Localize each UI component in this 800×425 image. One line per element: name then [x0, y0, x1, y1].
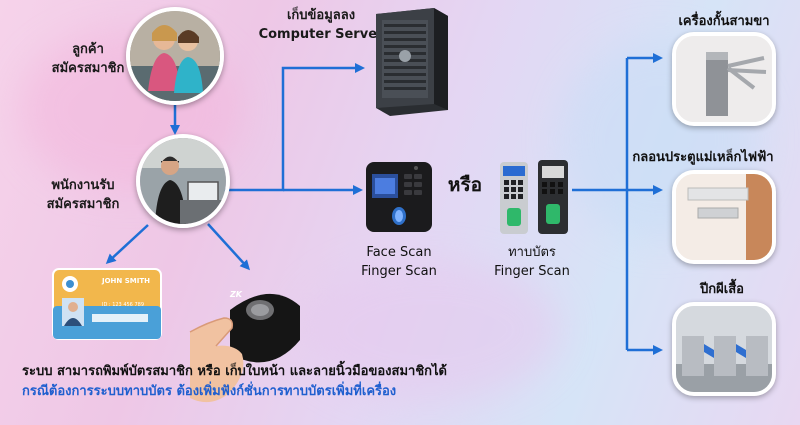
- face-scan-device-icon: [366, 162, 432, 232]
- server-label: เก็บข้อมูลลง Computer Server: [246, 6, 396, 44]
- customer-photo-art: [130, 11, 220, 101]
- customer-label: ลูกค้า สมัครสมาชิก: [38, 40, 138, 78]
- scanner-brand-logo: ZK: [230, 290, 242, 299]
- card-scan-devices-icon: [500, 160, 568, 234]
- face-scan-label-line1: Face Scan: [366, 245, 432, 260]
- member-card-icon: [52, 268, 162, 340]
- face-scan-label-line2: Finger Scan: [361, 264, 437, 279]
- fingerprint-reader-icon: [189, 293, 300, 403]
- turnstile-icon: [676, 36, 772, 122]
- staff-photo: [136, 134, 230, 228]
- maglock-icon: [676, 174, 772, 260]
- face-scan-label: Face Scan Finger Scan: [336, 243, 462, 281]
- server-label-line1: เก็บข้อมูลลง: [286, 8, 356, 23]
- note-line-2: กรณีต้องการระบบทาบบัตร ต้องเพิ่มฟังก์ชั่…: [22, 384, 397, 399]
- member-card-name: JOHN SMITH: [102, 277, 150, 285]
- maglock-photo: [672, 170, 776, 264]
- server-label-line2: Computer Server: [258, 27, 384, 42]
- or-label: หรือ: [447, 174, 483, 196]
- turnstile-label: เครื่องกั้นสามขา: [678, 14, 770, 29]
- customer-photo: [126, 7, 224, 105]
- staff-label: พนักงานรับ สมัครสมาชิก: [28, 176, 138, 214]
- staff-photo-art: [140, 138, 226, 224]
- member-card-number: ID : 123 456 789: [102, 302, 144, 308]
- card-scan-label: ทาบบัตร Finger Scan: [470, 243, 594, 281]
- card-scan-label-line2: Finger Scan: [494, 264, 570, 279]
- arrow-staff-server: [215, 63, 365, 192]
- arrow-staff-card: [105, 224, 149, 265]
- customer-label-line1: ลูกค้า: [72, 42, 104, 57]
- turnstile-photo: [672, 32, 776, 126]
- staff-label-line1: พนักงานรับ: [51, 178, 115, 193]
- flap-gate-label: ปีกผีเสื้อ: [700, 282, 744, 297]
- maglock-label: กลอนประตูแม่เหล็กไฟฟ้า: [632, 150, 774, 165]
- flap-gate-photo: [672, 302, 776, 396]
- server-icon: [376, 8, 448, 116]
- note-line-1: ระบบ สามารถพิมพ์บัตรสมาชิก หรือ เก็บใบหน…: [22, 364, 447, 379]
- flap-gate-icon: [676, 306, 772, 392]
- customer-label-line2: สมัครสมาชิก: [51, 61, 125, 76]
- notes: ระบบ สามารถพิมพ์บัตรสมาชิก หรือ เก็บใบหน…: [22, 362, 447, 402]
- staff-label-line2: สมัครสมาชิก: [46, 197, 120, 212]
- card-scan-label-line1: ทาบบัตร: [508, 245, 556, 260]
- arrow-staff-fingerprint: [207, 223, 251, 271]
- background-blob: [300, 260, 560, 400]
